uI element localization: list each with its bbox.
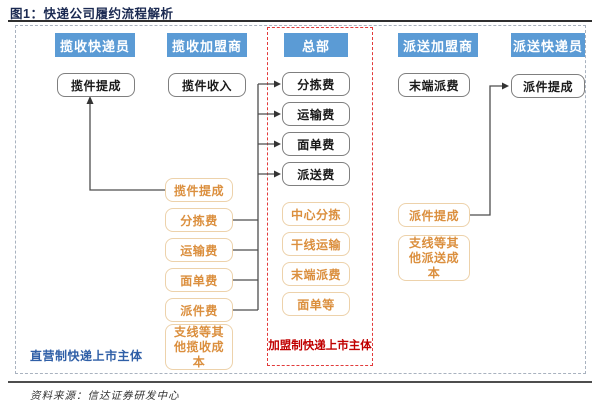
header-headquarters: 总部 [284, 33, 348, 57]
box-hq-waybill-fee: 面单费 [282, 132, 350, 156]
box-pickup-income: 揽件收入 [168, 73, 246, 97]
diagram-outer-frame [15, 25, 586, 374]
obox-hq-waybill-etc: 面单等 [282, 292, 350, 316]
box-delivery-commission-courier: 派件提成 [511, 74, 585, 98]
obox-hq-trunk-transport: 干线运输 [282, 232, 350, 256]
figure-title: 图1：快递公司履约流程解析 [10, 7, 174, 21]
obox-hq-terminal-delivery-fee: 末端派费 [282, 262, 350, 286]
label-direct-operation-entity: 直营制快递上市主体 [30, 349, 143, 363]
obox-delivery-fee: 派件费 [165, 298, 233, 322]
obox-pickup-commission: 揽件提成 [165, 178, 233, 202]
box-terminal-delivery-fee: 末端派费 [398, 73, 470, 97]
label-franchise-entity: 加盟制快递上市主体 [268, 340, 372, 352]
bottom-divider [8, 381, 592, 383]
obox-transport-fee: 运输费 [165, 238, 233, 262]
obox-waybill-fee: 面单费 [165, 268, 233, 292]
obox-other-delivery-costs: 支线等其他派送成本 [398, 235, 470, 281]
obox-sorting-fee: 分拣费 [165, 208, 233, 232]
obox-hq-center-sorting: 中心分拣 [282, 202, 350, 226]
header-pickup-franchisee: 揽收加盟商 [167, 33, 247, 57]
box-hq-dispatch-fee: 派送费 [282, 162, 350, 186]
header-pickup-courier: 揽收快递员 [55, 33, 135, 57]
header-delivery-franchisee: 派送加盟商 [398, 33, 478, 57]
obox-delivery-commission: 派件提成 [398, 203, 470, 227]
obox-other-pickup-costs: 支线等其他揽收成本 [165, 324, 233, 370]
box-hq-transport-fee: 运输费 [282, 102, 350, 126]
box-pickup-commission-courier: 揽件提成 [57, 73, 135, 97]
title-underline [8, 20, 592, 22]
header-delivery-courier: 派送快递员 [511, 33, 585, 57]
box-hq-sorting-fee: 分拣费 [282, 72, 350, 96]
source-note: 资料来源：信达证券研发中心 [30, 390, 180, 402]
